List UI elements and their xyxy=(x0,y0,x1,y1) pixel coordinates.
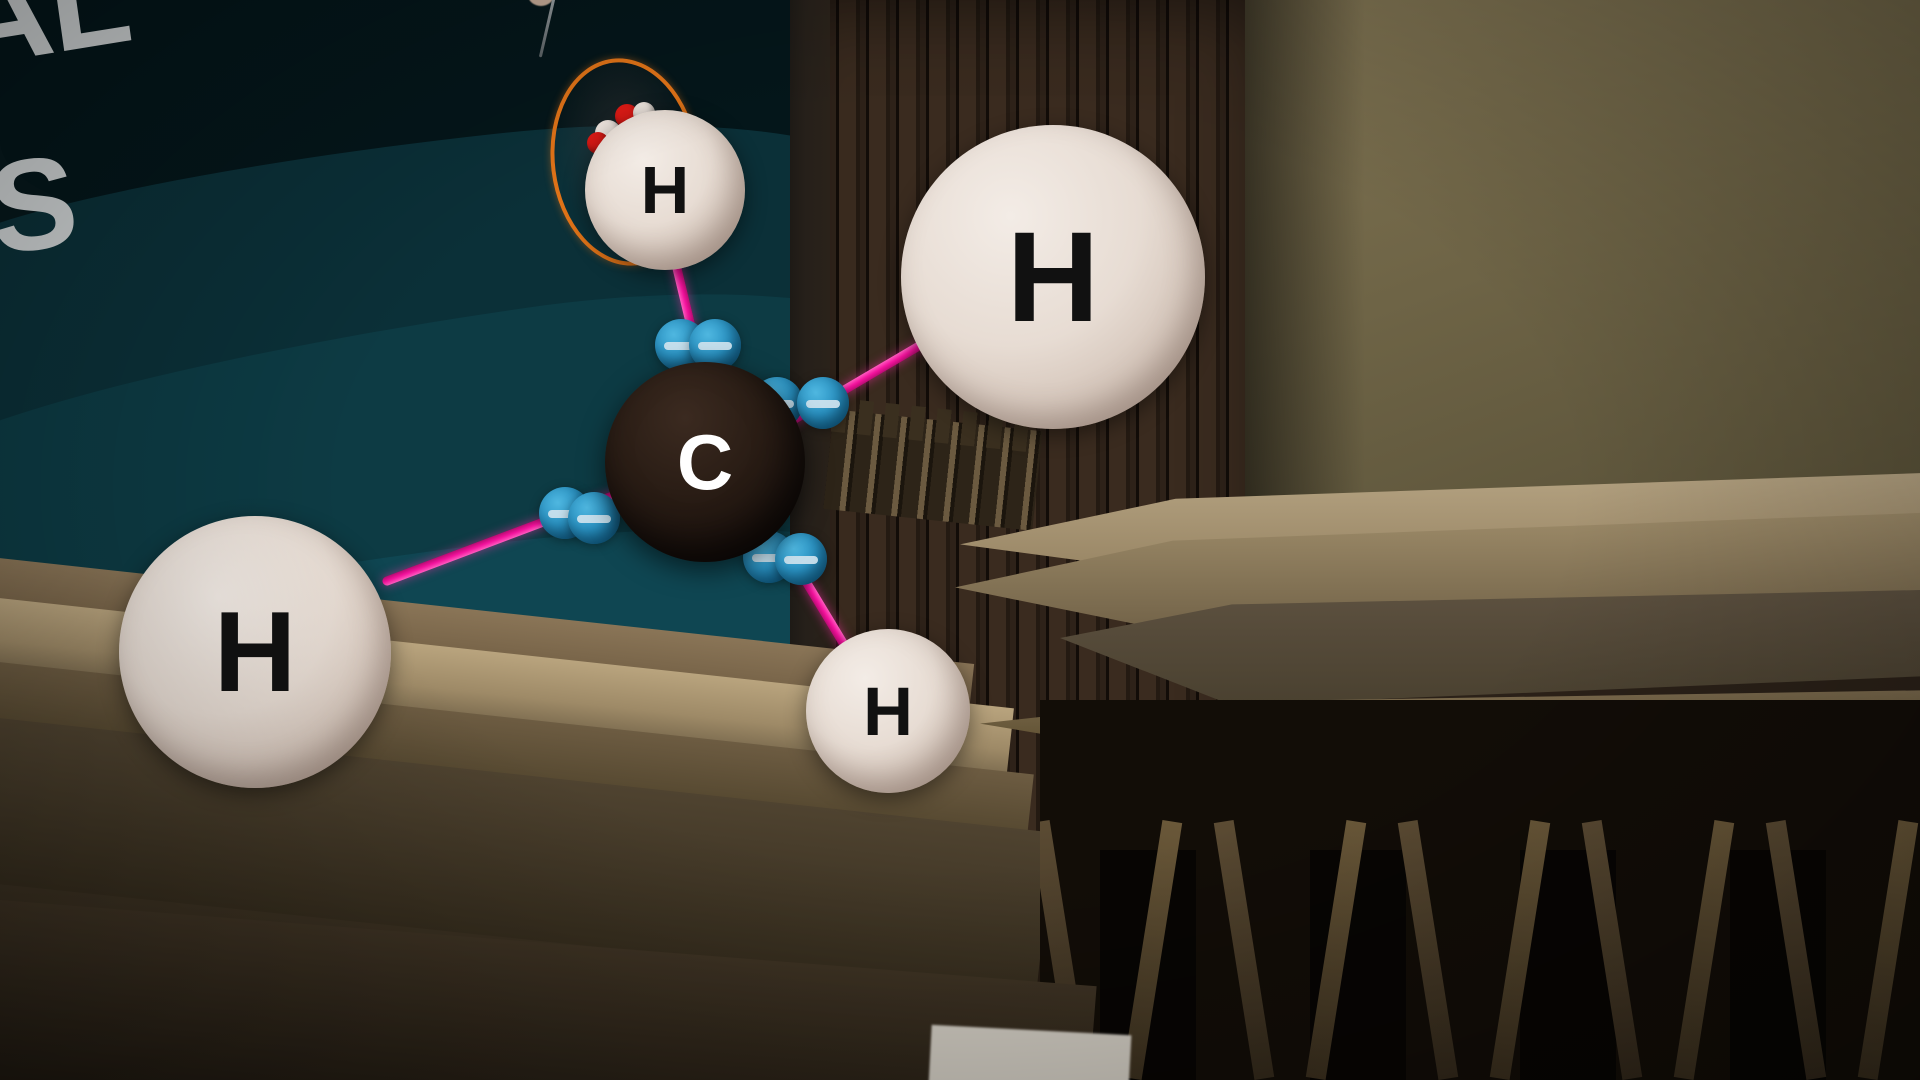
electron-pair-dash xyxy=(577,515,611,523)
electron-pair-dash xyxy=(806,400,840,408)
electron-pair-dash xyxy=(548,510,582,518)
atom-carbon-center[interactable]: C xyxy=(605,362,805,562)
electron-pair-dash xyxy=(752,554,786,562)
balustrade-supports xyxy=(1040,700,1920,1080)
ep-left-out[interactable] xyxy=(568,492,620,544)
atom-h-bottom[interactable]: H xyxy=(806,629,970,793)
poster-pin-ball xyxy=(528,0,554,6)
electron-pair-dash xyxy=(784,556,818,564)
atom-h-top[interactable]: H xyxy=(585,110,745,270)
atom-h-right-big[interactable]: H xyxy=(901,125,1205,429)
atom-h-lower-left[interactable]: H xyxy=(119,516,391,788)
ep-right-out[interactable] xyxy=(797,377,849,429)
ep-bottom-out[interactable] xyxy=(775,533,827,585)
electron-pair-dash xyxy=(664,342,698,350)
electron-pair-dash xyxy=(698,342,732,350)
